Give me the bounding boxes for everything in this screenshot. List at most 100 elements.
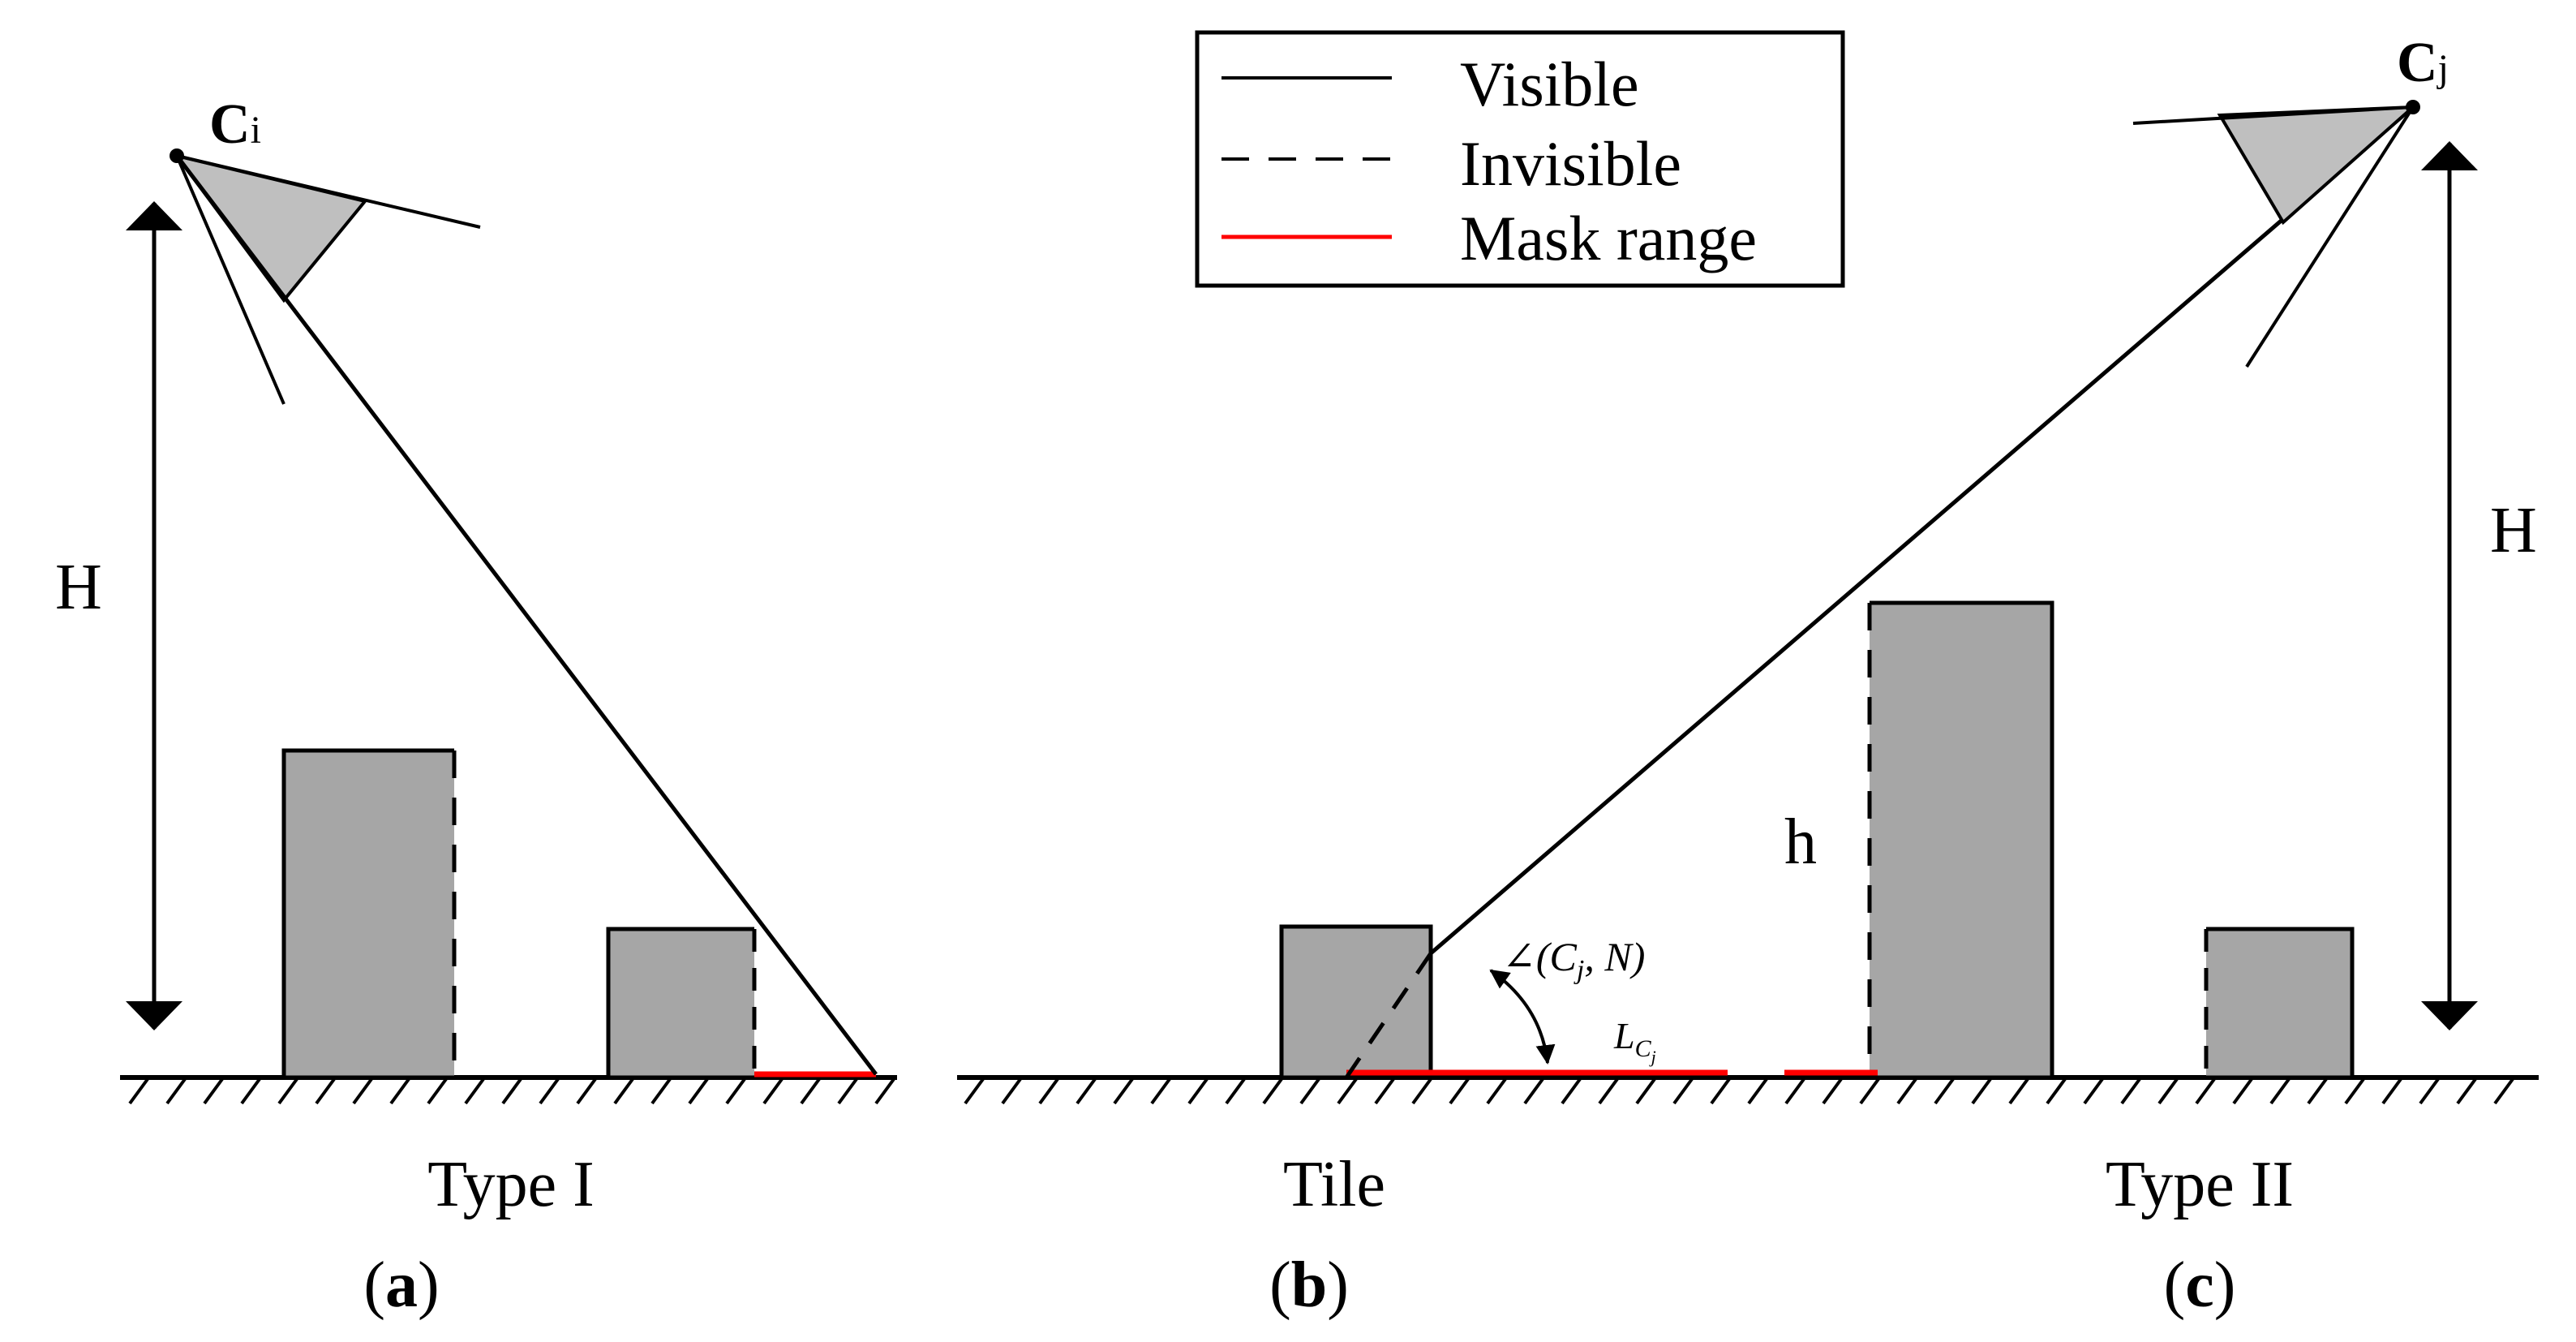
- frustum-a-edge-bottom: [175, 155, 286, 405]
- ground-hatch-mark: [2344, 1077, 2365, 1105]
- ground-hatch-mark: [1523, 1077, 1544, 1105]
- ground-hatch-mark: [2157, 1077, 2179, 1105]
- ground-hatch-mark: [1449, 1077, 1470, 1105]
- ground-hatch-mark: [1038, 1077, 1059, 1105]
- ground-hatch-mark: [1225, 1077, 1246, 1105]
- camera-label-c: Cj: [2397, 32, 2449, 94]
- ground-hatch-mark: [874, 1077, 895, 1105]
- ground-hatch-mark: [539, 1077, 560, 1105]
- ground-hatch-mark: [2046, 1077, 2067, 1105]
- caption-c: (c): [2164, 1250, 2236, 1321]
- ground-hatch-mark: [464, 1077, 485, 1105]
- ground-hatch-mark: [964, 1077, 985, 1105]
- angle-label: ∠(Cj, N): [1502, 934, 1645, 985]
- ground-hatch-mark: [1001, 1077, 1022, 1105]
- legend-mask-label: Mask range: [1460, 203, 1757, 273]
- ground-hatch-mark: [352, 1077, 373, 1105]
- height-label-a: H: [55, 552, 102, 623]
- ground-hatch-mark: [1971, 1077, 1992, 1105]
- ground-hatch-mark: [1598, 1077, 1619, 1105]
- legend-visible-label: Visible: [1460, 49, 1639, 119]
- building-c1: [1870, 600, 2054, 1080]
- camera-frustum-c: [2217, 105, 2418, 226]
- ground-hatch-mark: [800, 1077, 821, 1105]
- angle-arc: [1489, 969, 1556, 1065]
- ground-hatch-mark: [576, 1077, 597, 1105]
- tile-building: [1279, 924, 1433, 1080]
- length-label: LCj: [1613, 1015, 1656, 1067]
- ground-hatch-mark: [1411, 1077, 1432, 1105]
- ground-hatch-mark: [427, 1077, 448, 1105]
- frustum-a-edge-top: [176, 154, 481, 229]
- frustum-c-edge-top: [2132, 105, 2414, 125]
- ground-hatch-mark: [2195, 1077, 2216, 1105]
- ground-hatch-mark: [277, 1077, 298, 1105]
- ground-hatch-mark: [837, 1077, 858, 1105]
- ground-hatch-mark: [1896, 1077, 1917, 1105]
- legend-invisible-label: Invisible: [1460, 128, 1681, 199]
- sight-line-visible: [1429, 105, 2415, 955]
- ground-hatch-mark: [1635, 1077, 1656, 1105]
- legend: Visible Invisible Mask range: [1195, 30, 1845, 288]
- panel-bc: Cj H h ∠(Cj, N) LCj Tile Type II (b) (c): [957, 32, 2539, 1321]
- building-c2: [2206, 927, 2355, 1080]
- ground-hatch-mark: [501, 1077, 522, 1105]
- ground-hatch-mark: [762, 1077, 784, 1105]
- ground-hatch-mark: [725, 1077, 746, 1105]
- tile-label: Tile: [1283, 1149, 1385, 1220]
- caption-b: (b): [1269, 1250, 1349, 1321]
- ground-a: [120, 1075, 897, 1105]
- ground-hatch-mark: [1337, 1077, 1358, 1105]
- ground-hatch-mark: [2493, 1077, 2514, 1105]
- ground-hatch-mark: [2008, 1077, 2029, 1105]
- type-label-a: Type I: [427, 1149, 594, 1220]
- ground-hatch-mark: [2381, 1077, 2402, 1105]
- ground-hatch-mark: [165, 1077, 187, 1105]
- ground-hatch-mark: [2456, 1077, 2477, 1105]
- ground-hatch-mark: [1299, 1077, 1320, 1105]
- ground-hatch-mark: [688, 1077, 709, 1105]
- ground-hatch-mark: [613, 1077, 634, 1105]
- ground-hatch-mark: [1374, 1077, 1395, 1105]
- camera-point-a: [170, 148, 184, 163]
- ground-hatch-mark: [128, 1077, 149, 1105]
- camera-label-a: Ci: [209, 93, 261, 156]
- frustum-c-edge-bottom: [2245, 105, 2415, 368]
- ground-hatch-mark: [2120, 1077, 2141, 1105]
- height-label-c: H: [2490, 495, 2537, 566]
- ground-hatch-mark: [1747, 1077, 1768, 1105]
- ground-bc: [957, 1075, 2539, 1105]
- panel-a: Ci H Type I (a): [55, 93, 897, 1321]
- ground-hatch-mark: [1075, 1077, 1097, 1105]
- ground-hatch-mark: [315, 1077, 336, 1105]
- type-label-c: Type II: [2106, 1149, 2294, 1220]
- ground-hatch-mark: [1486, 1077, 1507, 1105]
- ground-hatch-mark: [1859, 1077, 1880, 1105]
- ground-hatch-mark: [1784, 1077, 1805, 1105]
- building-a2: [606, 927, 754, 1080]
- ground-hatch-mark: [2232, 1077, 2253, 1105]
- ground-hatch-mark: [2083, 1077, 2104, 1105]
- ground-hatch-mark: [1187, 1077, 1209, 1105]
- ground-hatch-mark: [1934, 1077, 1955, 1105]
- caption-a: (a): [363, 1250, 439, 1321]
- ground-hatch-mark: [203, 1077, 224, 1105]
- camera-point-c: [2406, 100, 2420, 114]
- building-a1: [281, 748, 454, 1080]
- ground-hatch-mark: [1561, 1077, 1582, 1105]
- ground-hatch-mark: [1262, 1077, 1283, 1105]
- ground-hatch-mark: [389, 1077, 410, 1105]
- ground-hatch-mark: [1672, 1077, 1694, 1105]
- ground-hatch-mark: [2307, 1077, 2328, 1105]
- sight-line-a: [175, 154, 878, 1076]
- ground-hatch-mark: [1822, 1077, 1843, 1105]
- ground-hatch-mark: [1710, 1077, 1731, 1105]
- ground-hatch-mark: [1113, 1077, 1134, 1105]
- ground-hatch-mark: [2269, 1077, 2290, 1105]
- ground-hatch-mark: [240, 1077, 261, 1105]
- building-height-label: h: [1784, 806, 1817, 878]
- legend-box: [1195, 30, 1845, 288]
- ground-hatch-mark: [2419, 1077, 2440, 1105]
- ground-hatch-mark: [650, 1077, 672, 1105]
